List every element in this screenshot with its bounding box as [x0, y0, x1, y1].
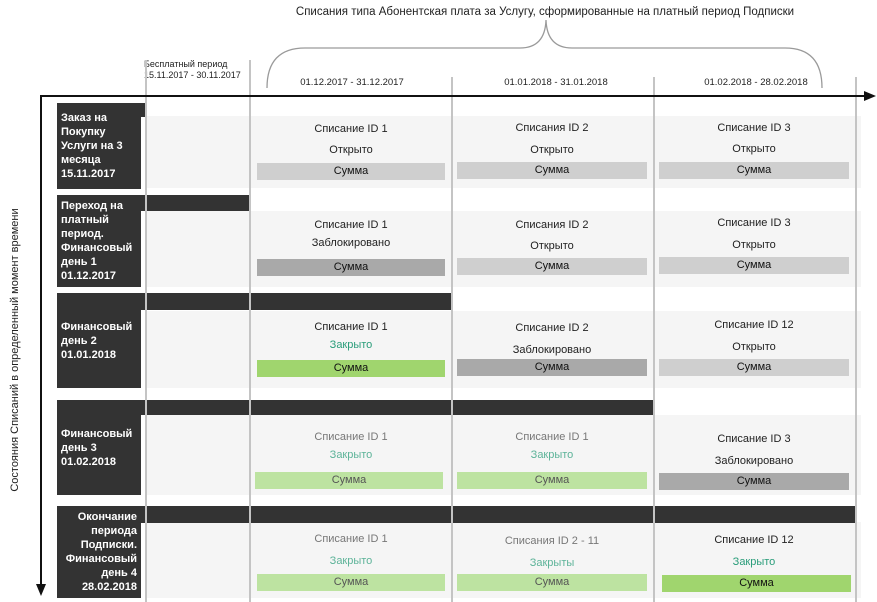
charge-status: Закрыто	[530, 449, 574, 461]
cell-r1-c2: Списания ID 2 Открыто Сумма	[451, 116, 653, 188]
row-label-1: Заказ на Покупку Услуги на 3 месяца 15.1…	[57, 103, 141, 189]
charge-status: Открыто	[530, 240, 574, 252]
charge-sum: Сумма	[457, 258, 647, 275]
charge-sum: Сумма	[457, 359, 647, 376]
gridline-period-end	[855, 77, 857, 602]
gridline-period-2	[451, 77, 453, 602]
charge-status: Открыто	[732, 143, 776, 155]
row-label-5: Окончание периода Подписки. Финансовый д…	[57, 506, 141, 598]
charge-status: Закрыто	[329, 449, 373, 461]
charge-status: Заблокировано	[714, 455, 794, 467]
gridline-period-3	[653, 77, 655, 602]
charge-status: Открыто	[732, 239, 776, 251]
charge-status: Открыто	[329, 144, 373, 156]
row-label-3: Финансовый день 2 01.01.2018	[57, 293, 141, 388]
charge-sum: Сумма	[257, 163, 445, 180]
charge-name: Списание ID 1	[515, 431, 589, 443]
charge-status: Открыто	[530, 144, 574, 156]
charge-name: Списание ID 1	[314, 219, 388, 231]
charge-name: Списания ID 2	[515, 122, 589, 134]
elapsed-bar-row-4	[140, 400, 654, 415]
cell-r3-c1: Списание ID 1 Закрыто Сумма	[251, 311, 451, 388]
charge-name: Списания ID 2 - 11	[504, 535, 600, 547]
charge-sum: Сумма	[662, 575, 851, 592]
charge-sum: Сумма	[659, 162, 849, 179]
charge-sum: Сумма	[257, 574, 445, 591]
time-axis-arrow	[864, 91, 876, 101]
elapsed-bar-row-5	[140, 506, 856, 523]
gridline-free-start	[145, 60, 147, 602]
charge-name: Списание ID 3	[717, 217, 791, 229]
charge-name: Списание ID 1	[314, 321, 388, 333]
period-label-2: 01.01.2018 - 31.01.2018	[504, 77, 608, 88]
charge-sum: Сумма	[659, 473, 849, 490]
charge-name: Списание ID 3	[717, 433, 791, 445]
charge-sum: Сумма	[659, 257, 849, 274]
free-period-dates: 15.11.2017 - 30.11.2017	[144, 70, 241, 80]
cell-r1-c3: Списание ID 3 Открыто Сумма	[653, 116, 855, 188]
cell-r5-c2: Списания ID 2 - 11 Закрыты Сумма	[451, 522, 653, 598]
cell-r3-c3: Списание ID 12 Открыто Сумма	[653, 311, 855, 388]
charge-sum: Сумма	[457, 574, 647, 591]
charge-sum: Сумма	[659, 359, 849, 376]
charge-status: Открыто	[732, 341, 776, 353]
elapsed-bar-row-2	[140, 195, 250, 211]
free-period-title: Бесплатный период	[144, 59, 228, 69]
charge-status: Закрыто	[329, 555, 373, 567]
cell-r2-c1: Списание ID 1 Заблокировано Сумма	[251, 211, 451, 287]
charge-name: Списания ID 2	[515, 219, 589, 231]
charge-status: Закрыто	[329, 339, 373, 351]
row-label-4: Финансовый день 3 01.02.2018	[57, 400, 141, 495]
cell-r2-c2: Списания ID 2 Открыто Сумма	[451, 211, 653, 287]
period-label-1: 01.12.2017 - 31.12.2017	[300, 77, 404, 88]
charge-name: Списание ID 1	[314, 533, 388, 545]
free-period-label: Бесплатный период 15.11.2017 - 30.11.201…	[144, 59, 259, 81]
gridline-free-end	[249, 60, 251, 602]
charge-name: Списание ID 2	[515, 322, 589, 334]
charge-name: Списание ID 3	[717, 122, 791, 134]
row-label-2: Переход на платный период. Финансовый де…	[57, 195, 141, 287]
charge-sum: Сумма	[257, 360, 445, 377]
elapsed-bar-row-1	[140, 103, 146, 117]
cell-r5-c1: Списание ID 1 Закрыто Сумма	[251, 522, 451, 598]
charge-name: Списание ID 1	[314, 431, 388, 443]
cell-r4-c1: Списание ID 1 Закрыто Сумма	[251, 415, 451, 495]
charge-status: Заблокировано	[311, 237, 391, 249]
charge-sum: Сумма	[257, 259, 445, 276]
state-axis-arrow	[36, 584, 46, 596]
diagram-title: Списания типа Абонентская плата за Услуг…	[295, 6, 795, 18]
cell-r2-c3: Списание ID 3 Открыто Сумма	[653, 211, 855, 287]
cell-r4-c2: Списание ID 1 Закрыто Сумма	[451, 415, 653, 495]
charge-sum: Сумма	[255, 472, 443, 489]
charge-status: Закрыто	[732, 556, 776, 568]
cell-r3-c2: Списание ID 2 Заблокировано Сумма	[451, 311, 653, 388]
charge-sum: Сумма	[457, 162, 647, 179]
charge-name: Списание ID 12	[714, 534, 794, 546]
charge-status: Закрыты	[529, 557, 575, 569]
cell-r4-c3: Списание ID 3 Заблокировано Сумма	[653, 415, 855, 495]
charge-name: Списание ID 12	[714, 319, 794, 331]
period-label-3: 01.02.2018 - 28.02.2018	[704, 77, 808, 88]
charge-status: Заблокировано	[512, 344, 592, 356]
charge-name: Списание ID 1	[314, 123, 388, 135]
charge-sum: Сумма	[457, 472, 647, 489]
cell-r5-c3: Списание ID 12 Закрыто Сумма	[653, 522, 855, 598]
cell-r1-c1: Списание ID 1 Открыто Сумма	[251, 116, 451, 188]
elapsed-bar-row-3	[140, 293, 452, 310]
